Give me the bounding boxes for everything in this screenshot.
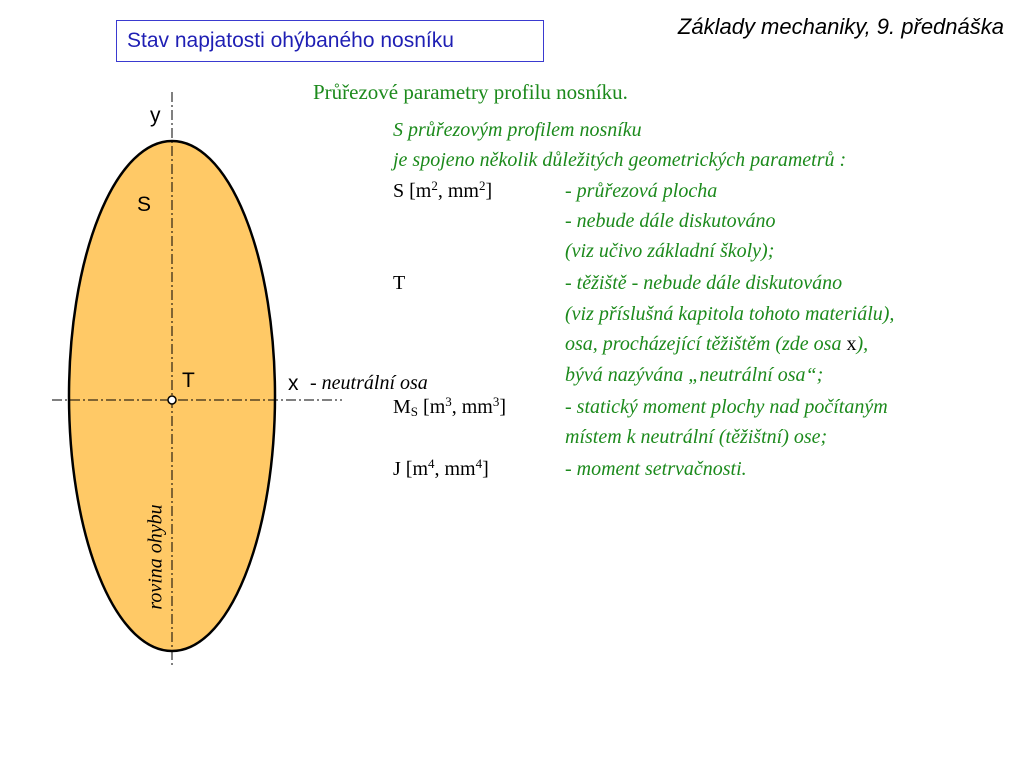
neutral-axis-text: neutrální osa — [321, 372, 428, 394]
param-t-desc-4: bývá nazývána „neutrální osa“; — [565, 364, 824, 386]
intro-line-2: je spojeno několik důležitých geometrick… — [393, 149, 847, 171]
area-label: S — [137, 193, 152, 216]
intro-line-1: S průřezovým profilem nosníku — [393, 119, 642, 141]
param-t-desc-1: - těžiště - nebude dále diskutováno — [565, 272, 843, 294]
param-ms-desc-1: - statický moment plochy nad počítaným — [565, 396, 888, 418]
neutral-axis-dash: - — [310, 372, 317, 394]
param-ms-desc-2: místem k neutrální (těžištní) ose; — [565, 426, 828, 448]
param-j-symbol: J [m4, mm4] — [393, 456, 489, 480]
param-t-desc-2: (viz příslušná kapitola tohoto materiálu… — [565, 303, 895, 325]
bending-plane-label: rovina ohybu — [144, 504, 167, 610]
axis-y-label: y — [150, 104, 161, 127]
slide-subtitle: Průřezové parametry profilu nosníku. — [313, 80, 628, 104]
param-s-desc-3: (viz učivo základní školy); — [565, 240, 775, 262]
param-s-symbol: S [m2, mm2] — [393, 178, 493, 202]
param-t-desc-3: osa, procházející těžištěm (zde osa x), — [565, 333, 869, 355]
param-s-desc-1: - průřezová plocha — [565, 180, 718, 202]
param-t-symbol: T — [393, 272, 406, 294]
centroid-label: T — [182, 369, 195, 392]
param-j-desc-1: - moment setrvačnosti. — [565, 458, 747, 480]
param-s-desc-2: - nebude dále diskutováno — [565, 210, 776, 232]
centroid-marker — [167, 395, 177, 405]
course-header: Základy mechaniky, 9. přednáška — [677, 14, 1004, 39]
slide-title: Stav napjatosti ohýbaného nosníku — [116, 20, 544, 62]
neutral-axis-label: - neutrální osa — [310, 372, 428, 395]
param-ms-symbol: MS [m3, mm3] — [393, 394, 507, 419]
axis-x-label: x — [288, 372, 299, 395]
